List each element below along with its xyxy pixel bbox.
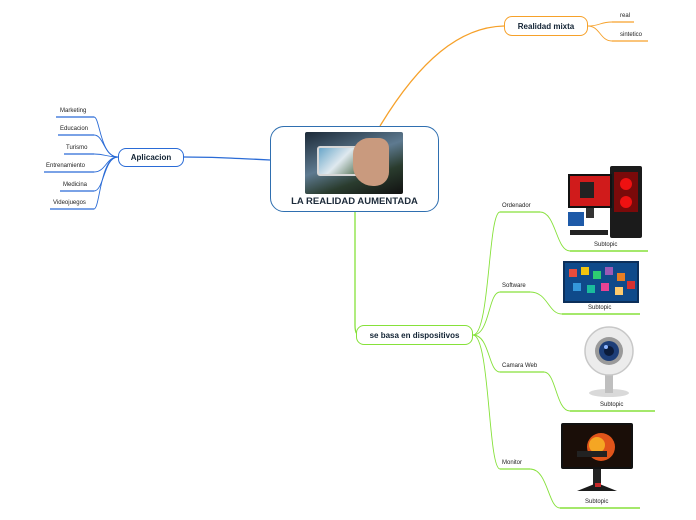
subtopic-software[interactable]: Software [502,283,526,289]
central-topic-title: LA REALIDAD AUMENTADA [291,196,418,207]
link-central-aplicacion [183,156,271,161]
main-topic-label: se basa en dispositivos [369,330,460,340]
webcam-image [578,325,640,399]
desktop-computer-image [566,164,646,240]
subtopic-educacion[interactable]: Educacion [60,126,89,132]
aplicacion-links [93,116,119,210]
subtopic-real[interactable]: real [620,13,631,19]
subtopic-image-label[interactable]: Subtopic [585,499,609,505]
realidad-mixta-links [587,21,648,42]
aplicacion-underlines [44,116,94,210]
central-topic-image [305,132,403,194]
link-central-dispositivos [354,212,361,336]
main-topic-realidad-mixta[interactable]: Realidad mixta [504,16,588,36]
software-apps-image [563,261,639,303]
main-topic-aplicacion[interactable]: Aplicacion [118,148,184,167]
subtopic-medicina[interactable]: Medicina [63,182,88,188]
subtopic-image-label[interactable]: Subtopic [588,305,612,311]
main-topic-label: Realidad mixta [517,21,575,31]
subtopic-marketing[interactable]: Marketing [60,108,87,114]
link-central-realidad-mixta [379,25,505,127]
central-topic[interactable]: LA REALIDAD AUMENTADA [270,126,439,212]
subtopic-image-label[interactable]: Subtopic [594,242,618,248]
subtopic-sintetico[interactable]: sintetico [620,32,643,38]
subtopic-turismo[interactable]: Turismo [66,145,88,151]
subtopic-entrenamiento[interactable]: Entrenamiento [46,163,86,169]
subtopic-monitor[interactable]: Monitor [502,460,523,466]
subtopic-videojuegos[interactable]: Videojuegos [53,200,86,206]
subtopic-camara-web[interactable]: Camara Web [502,363,538,369]
monitor-image [559,421,635,497]
dispositivos-links [472,211,655,509]
main-topic-label: Aplicacion [130,153,172,162]
subtopic-ordenador[interactable]: Ordenador [502,203,531,209]
main-topic-dispositivos[interactable]: se basa en dispositivos [356,325,473,345]
subtopic-image-label[interactable]: Subtopic [600,402,624,408]
